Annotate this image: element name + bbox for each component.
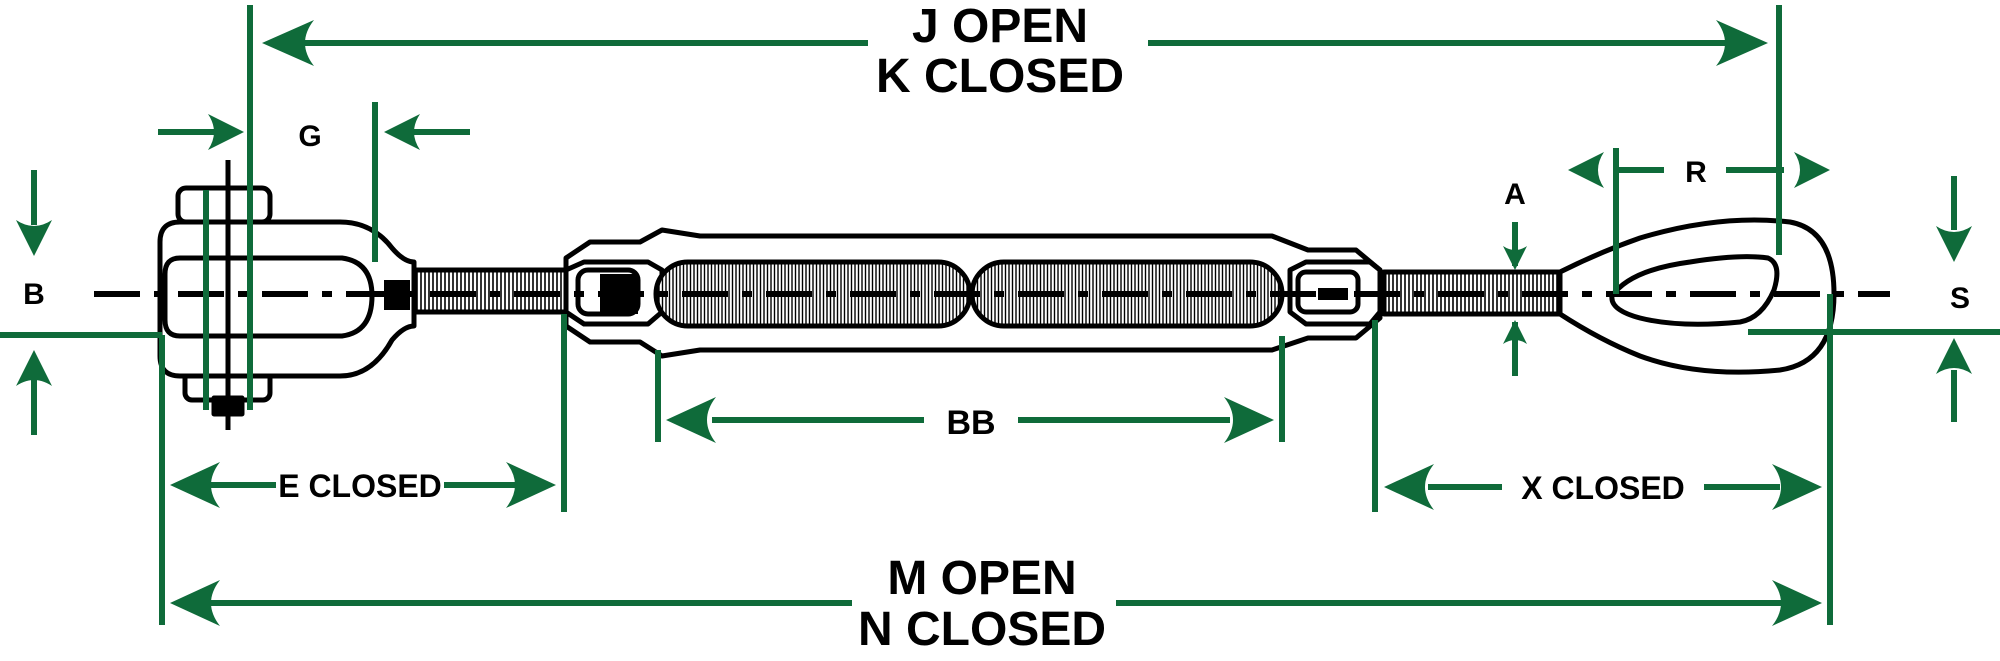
dimension-labels: J OPEN K CLOSED G B A R S BB E CLOSED X … [23,0,1970,656]
label-n-closed: N CLOSED [858,603,1106,656]
label-j-open: J OPEN [912,0,1088,53]
label-e-closed: E CLOSED [278,468,442,504]
dimension-lines [0,5,2000,625]
label-bb: BB [946,404,995,442]
label-m-open: M OPEN [887,552,1076,605]
label-b: B [23,278,45,311]
label-k-closed: K CLOSED [876,50,1124,103]
label-a: A [1504,178,1526,211]
label-s: S [1950,282,1970,315]
dimension-arrowheads [16,20,1972,626]
label-g: G [298,120,321,153]
label-r: R [1685,156,1707,189]
label-x-closed: X CLOSED [1521,470,1685,506]
